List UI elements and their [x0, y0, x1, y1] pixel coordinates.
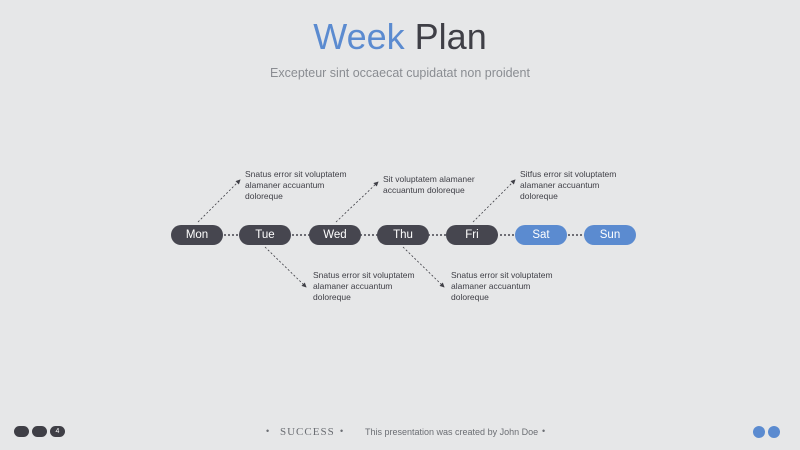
nav-dot[interactable] [768, 426, 780, 438]
footer-separator: • [266, 426, 270, 436]
footer-credit: This presentation was created by John Do… [365, 427, 539, 437]
day-pill-mon[interactable]: Mon [171, 225, 223, 245]
title-accent: Week [313, 16, 405, 57]
note-mon: Snatus error sit voluptatem alamaner acc… [245, 169, 347, 201]
arrow-wed [335, 181, 379, 223]
day-pill-sat[interactable]: Sat [515, 225, 567, 245]
page-number: 4 [50, 426, 65, 437]
note-tue: Snatus error sit voluptatem alamaner acc… [313, 270, 415, 302]
arrow-fri [472, 179, 516, 223]
day-pill-sun[interactable]: Sun [584, 225, 636, 245]
page-title: Week Plan [0, 16, 800, 58]
footer-page-indicator: 4 [14, 426, 65, 437]
footer-separator: • [340, 426, 344, 436]
title-rest: Plan [414, 16, 487, 57]
footer-dot [14, 426, 29, 437]
day-pill-tue[interactable]: Tue [239, 225, 291, 245]
footer-dot [32, 426, 47, 437]
page-subtitle: Excepteur sint occaecat cupidatat non pr… [270, 66, 530, 80]
arrow-tue [264, 246, 307, 288]
day-pill-thu[interactable]: Thu [377, 225, 429, 245]
footer-separator: • [542, 426, 546, 436]
day-pill-fri[interactable]: Fri [446, 225, 498, 245]
note-wed: Sit voluptatem alamaner accuantum dolore… [383, 174, 475, 195]
arrow-mon [197, 179, 241, 223]
nav-dot[interactable] [753, 426, 765, 438]
day-pill-wed[interactable]: Wed [309, 225, 361, 245]
arrow-thu [402, 246, 445, 288]
note-fri: Sitfus error sit voluptatem alamaner acc… [520, 169, 617, 201]
note-thu: Snatus error sit voluptatem alamaner acc… [451, 270, 553, 302]
footer-brand: SUCCESS [280, 426, 335, 438]
footer-nav-dots [753, 426, 780, 438]
